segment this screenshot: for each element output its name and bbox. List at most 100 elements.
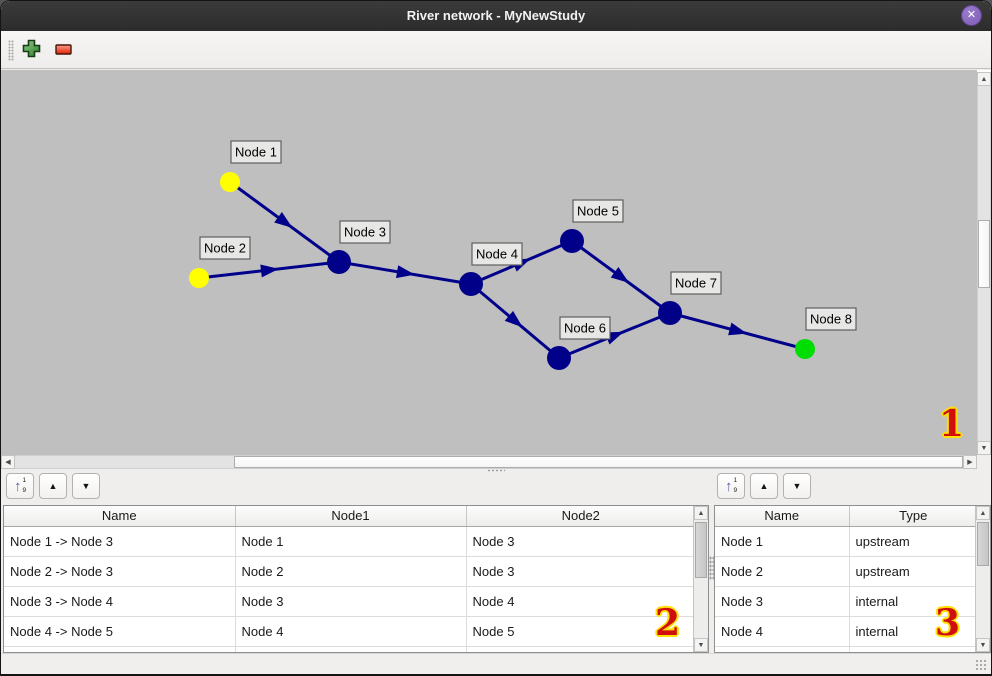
scroll-up-button[interactable]: ▲ [694, 506, 708, 520]
table-cell[interactable]: Node 3 [466, 556, 695, 587]
table-cell[interactable]: internal [849, 616, 977, 647]
network-node[interactable] [459, 272, 483, 296]
arrow-up-icon: ▲ [980, 75, 988, 83]
table-cell[interactable]: internal [849, 586, 977, 617]
network-node[interactable] [658, 301, 682, 325]
table-cell[interactable]: Node 1 [235, 526, 467, 557]
remove-node-button[interactable] [51, 38, 75, 62]
canvas-horizontal-scrollbar[interactable]: ◀ ▶ [1, 455, 977, 469]
toolbar-grip-icon[interactable] [8, 40, 14, 61]
scroll-down-button[interactable]: ▼ [976, 638, 990, 652]
table-cell[interactable]: Node 5 [466, 616, 695, 647]
arrow-left-icon: ◀ [5, 459, 11, 466]
table-cell[interactable] [4, 646, 236, 652]
table-cell[interactable]: Node 3 [235, 586, 467, 617]
table-cell[interactable]: Node 4 [466, 586, 695, 617]
network-canvas[interactable]: Node 1 Node 2 Node 3 Node 4 Node 5 Node 6 Node… [1, 70, 977, 455]
node-label[interactable]: Node 2 [199, 236, 251, 260]
network-node[interactable] [189, 268, 209, 288]
node-label[interactable]: Node 1 [230, 140, 282, 164]
node-label[interactable]: Node 3 [339, 220, 391, 244]
scroll-right-button[interactable]: ▶ [963, 455, 977, 469]
green-plus-icon [22, 39, 41, 61]
network-node[interactable] [560, 229, 584, 253]
node-label[interactable]: Node 7 [670, 271, 722, 295]
column-header[interactable]: Node2 [466, 506, 695, 527]
scroll-down-button[interactable]: ▼ [977, 441, 991, 455]
node-label-text: Node 2 [204, 241, 246, 256]
scrollbar-thumb[interactable] [978, 220, 990, 288]
scrollbar-thumb[interactable] [977, 522, 989, 566]
table-cell[interactable] [235, 646, 467, 652]
close-button[interactable]: ✕ [961, 5, 982, 26]
node-label[interactable]: Node 6 [559, 316, 611, 340]
triangle-down-icon: ▼ [81, 480, 91, 491]
table-cell[interactable]: Node 4 -> Node 5 [4, 616, 236, 647]
table-cell[interactable]: Node 3 -> Node 4 [4, 586, 236, 617]
node-label[interactable]: Node 4 [471, 242, 523, 266]
arrow-up-icon: ▲ [697, 509, 705, 517]
canvas-vertical-scrollbar[interactable]: ▲ ▼ [977, 72, 991, 455]
node-table-scrollbar[interactable]: ▲ ▼ [975, 506, 990, 652]
table-row[interactable] [715, 646, 977, 652]
table-cell[interactable]: upstream [849, 526, 977, 557]
move-reach-down-button[interactable]: ▼ [72, 473, 100, 499]
table-cell[interactable]: Node 4 [235, 616, 467, 647]
table-cell[interactable] [715, 646, 850, 652]
network-node[interactable] [220, 172, 240, 192]
table-cell[interactable]: Node 3 [466, 526, 695, 557]
table-cell[interactable]: Node 3 [715, 586, 850, 617]
table-cell[interactable]: upstream [849, 556, 977, 587]
table-cell[interactable]: Node 2 [715, 556, 850, 587]
node-label-box [199, 236, 251, 260]
scrollbar-thumb[interactable] [695, 522, 707, 578]
table-cell[interactable]: Node 2 -> Node 3 [4, 556, 236, 587]
table-row[interactable] [4, 646, 695, 652]
node-label-box [805, 307, 857, 331]
reach-table-scrollbar[interactable]: ▲ ▼ [693, 506, 708, 652]
table-cell[interactable]: Node 2 [235, 556, 467, 587]
network-node[interactable] [795, 339, 815, 359]
node-label[interactable]: Node 8 [805, 307, 857, 331]
column-header[interactable]: Type [849, 506, 977, 527]
scroll-up-button[interactable]: ▲ [977, 72, 991, 86]
node-label-text: Node 5 [577, 204, 619, 219]
network-node[interactable] [547, 346, 571, 370]
move-node-down-button[interactable]: ▼ [783, 473, 811, 499]
node-label[interactable]: Node 5 [572, 199, 624, 223]
resize-grip-icon[interactable] [975, 659, 988, 672]
horizontal-splitter[interactable] [1, 469, 991, 472]
add-node-button[interactable] [19, 38, 43, 62]
scroll-down-button[interactable]: ▼ [694, 638, 708, 652]
table-cell[interactable]: Node 1 [715, 526, 850, 557]
column-header[interactable]: Name [715, 506, 850, 527]
scroll-left-button[interactable]: ◀ [1, 455, 15, 469]
network-node[interactable] [327, 250, 351, 274]
column-header[interactable]: Name [4, 506, 236, 527]
table-cell[interactable]: Node 4 [715, 616, 850, 647]
node-label-text: Node 3 [344, 225, 386, 240]
table-cell[interactable] [849, 646, 977, 652]
move-reach-up-button[interactable]: ▲ [39, 473, 67, 499]
scroll-up-button[interactable]: ▲ [976, 506, 990, 520]
move-node-up-button[interactable]: ▲ [750, 473, 778, 499]
vertical-splitter[interactable] [709, 556, 714, 580]
table-cell[interactable] [466, 646, 695, 652]
column-header[interactable]: Node1 [235, 506, 467, 527]
titlebar[interactable]: River network - MyNewStudy ✕ [1, 1, 991, 31]
scrollbar-thumb[interactable] [234, 456, 963, 468]
table-cell[interactable]: Node 1 -> Node 3 [4, 526, 236, 557]
